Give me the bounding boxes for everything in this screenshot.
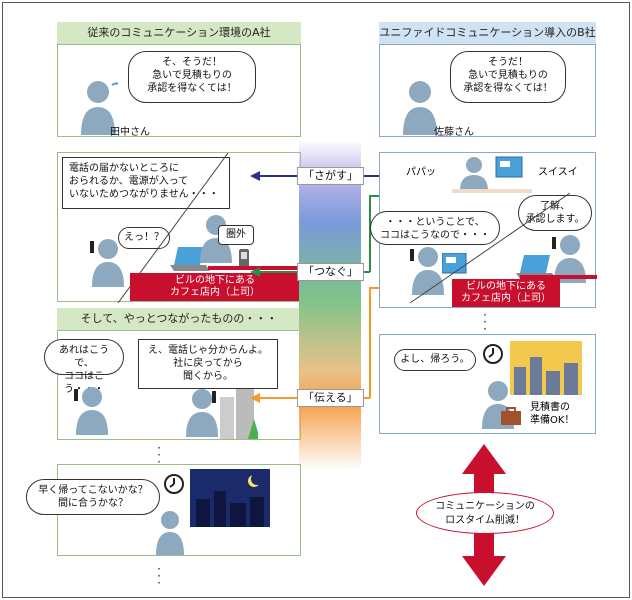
scene3-bubble: よし、帰ろう。 (394, 349, 476, 371)
person-icon (156, 511, 184, 555)
sound-suisui: スイスイ (538, 167, 578, 178)
label-tsunagu: 「つなぐ」 (297, 263, 364, 281)
scene3-bubble-left: あれはこうで、 ココはこう・・・ (44, 339, 124, 395)
boss-person-icon (186, 389, 218, 437)
person-icon (81, 81, 118, 135)
briefcase-icon (501, 407, 521, 425)
laptop-icon (170, 247, 210, 271)
company-a-scene4: 早く帰ってこないかな？ 間に合うかな？ (26, 464, 301, 556)
scene3-header: そして、やっとつながったものの・・・ (57, 308, 301, 330)
company-a-scene1: そ、そうだ！ 急いで見積もりの 承認を得なくては！ 田中さん (57, 44, 301, 138)
night-sky-icon (190, 469, 270, 527)
location-label: ビルの地下にある カフェ店内（上司） (130, 273, 300, 301)
scene2-bubble-left: ・・・ということで、 ココはこうなので・・・ (370, 211, 500, 245)
evening-city-icon (510, 341, 582, 395)
continuation-dots: ··· (157, 562, 161, 590)
company-b-scene2: パパッ スイスイ ・・・ということで、 ココはこうなので・・・ 了解、 承認しま… (370, 152, 597, 308)
city-building-icon (220, 389, 258, 439)
scene3-bubble-right: え、電話じゃ分からんよ。 社に戻ってから 聞くから。 (138, 339, 278, 389)
person-icon (90, 239, 124, 287)
scene4-bubble: 早く帰ってこないかな？ 間に合うかな？ (26, 479, 160, 515)
company-b-scene1: そうだ！ 急いで見積もりの 承認を得なくては！ 佐藤さん (379, 44, 596, 138)
out-of-range-label: 圏外 (218, 225, 254, 245)
label-tsutaeru: 「伝える」 (297, 389, 364, 407)
center-gradient-strip (299, 140, 361, 470)
loss-time-callout: コミュニケーションの ロスタイム削減！ (416, 492, 554, 534)
location-label: ビルの地下にある カフェ店内（上司） (452, 279, 560, 307)
diagonal-divider (409, 192, 597, 304)
scene2-bubble-right: 了解、 承認します。 (518, 195, 592, 231)
person-icon (410, 247, 444, 295)
person-name: 田中さん (110, 127, 150, 138)
continuation-dots: ··· (157, 441, 161, 469)
company-a-header: 従来のコミュニケーション環境のA社 (57, 22, 301, 44)
clock-icon (164, 474, 184, 494)
company-a-scene3: あれはこうで、 ココはこう・・・ え、電話じゃ分からんよ。 社に戻ってから 聞く… (44, 330, 301, 440)
person-icon (74, 387, 108, 435)
quotation-ready-note: 見積書の 準備OK！ (530, 402, 575, 426)
person-name: 佐藤さん (434, 127, 474, 138)
label-sagasu: 「さがす」 (297, 167, 364, 185)
company-b-header: ユニファイドコミュニケーション導入のB社 (379, 22, 596, 44)
sound-pappa: パパッ (406, 167, 436, 178)
continuation-dots: ··· (483, 308, 487, 336)
company-b-scene3: よし、帰ろう。 見積書の 準備OK！ (379, 334, 596, 434)
scene2-message: 電話の届かないところに おられるか、電源が入って いないためつながりません・・・ (62, 157, 230, 209)
reply-bubble: えっ！？ (118, 227, 170, 249)
clock-icon (483, 344, 503, 364)
company-a-scene2: 電話の届かないところに おられるか、電源が入って いないためつながりません・・・… (57, 152, 302, 303)
scene1-bubble: そうだ！ 急いで見積もりの 承認を得なくては！ (450, 51, 566, 103)
person-icon (403, 81, 437, 135)
mobile-phone-icon (239, 249, 249, 269)
scene1-bubble: そ、そうだ！ 急いで見積もりの 承認を得なくては！ (128, 51, 256, 103)
person-at-desk-icon (452, 156, 532, 193)
